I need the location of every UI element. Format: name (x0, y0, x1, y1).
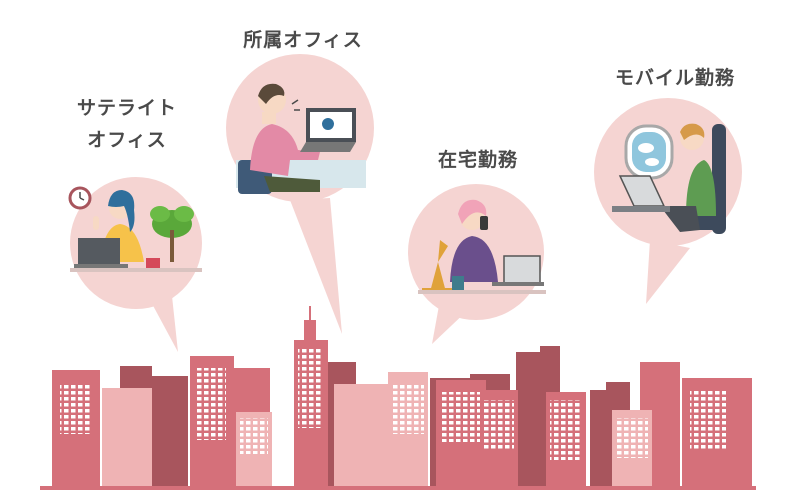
laptop-icon (612, 175, 670, 212)
building (148, 376, 188, 488)
satellite-office-label: サテライト オフィス (62, 92, 192, 156)
building-spire (304, 320, 316, 342)
satellite-office-scene (68, 186, 202, 272)
mobile-work-label: モバイル勤務 (614, 67, 735, 89)
plant-icon (150, 206, 194, 262)
building (102, 388, 152, 488)
remote-work-label: 在宅勤務 (437, 149, 518, 171)
laptop-icon (300, 108, 356, 152)
mug-icon (452, 276, 464, 290)
satellite-office-label-line2: オフィス (87, 129, 167, 151)
man-figure (660, 123, 716, 232)
cloud-icon (638, 143, 659, 166)
man-figure (250, 83, 320, 192)
remote-work-scene (418, 199, 546, 294)
woman-figure (450, 199, 498, 282)
home-office-scene (236, 83, 366, 194)
phone-icon (480, 216, 488, 230)
home-office-label: 所属オフィス (243, 29, 363, 51)
laptop-icon (492, 255, 544, 286)
clock-icon (68, 186, 92, 210)
laptop-icon (74, 238, 128, 268)
mobile-work-scene (612, 123, 726, 234)
airplane-window-icon (624, 124, 674, 180)
satellite-office-label-line1: サテライト (76, 97, 177, 119)
city-skyline (40, 306, 756, 490)
building (334, 384, 394, 488)
